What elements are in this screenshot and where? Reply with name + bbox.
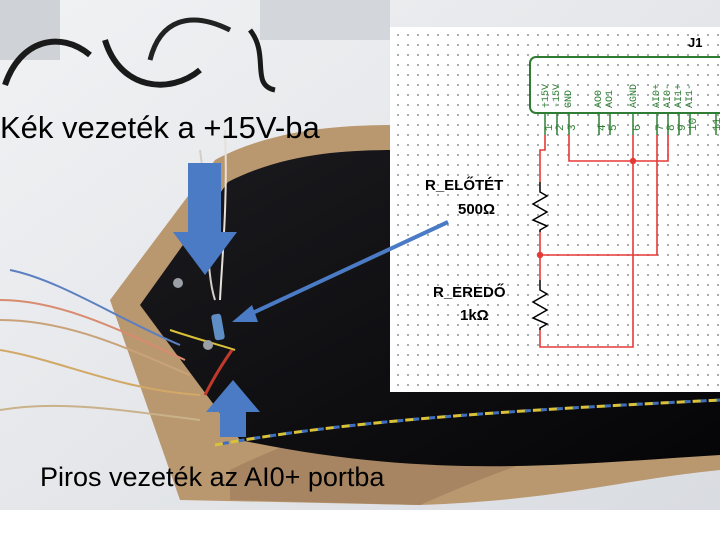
bottom-caption: Piros vezeték az AI0+ portba xyxy=(40,462,385,492)
top-caption: Kék vezeték a +15V-ba xyxy=(0,110,320,145)
schematic-panel xyxy=(390,27,720,392)
